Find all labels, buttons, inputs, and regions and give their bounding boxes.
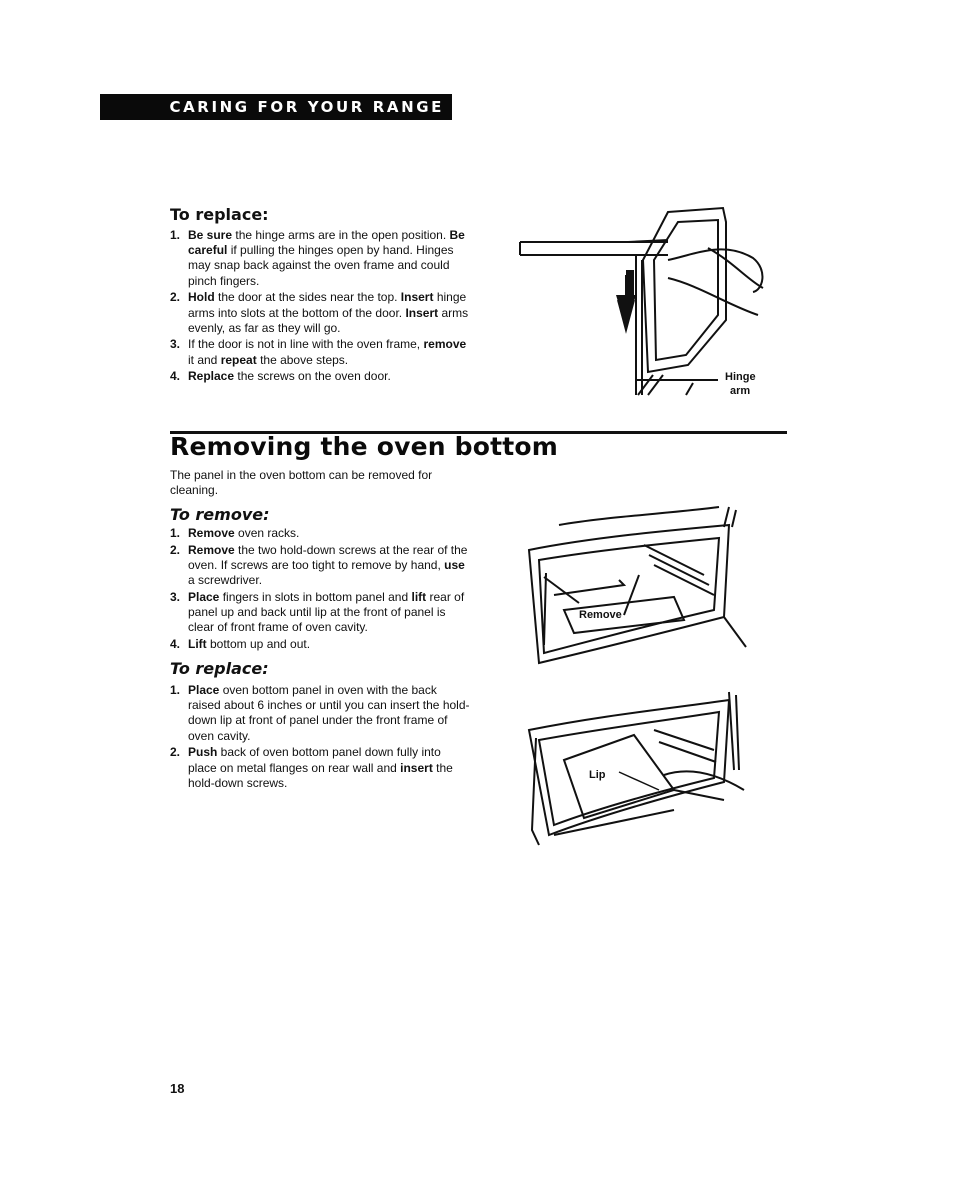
hinge-arm-label-line2: arm: [730, 385, 750, 397]
step-emphasis: Remove: [188, 542, 235, 557]
step-number: 3.: [170, 337, 181, 352]
oven-door-hinge-illustration: Hinge arm: [518, 200, 768, 405]
step-number: 2.: [170, 290, 181, 305]
replace-oven-bottom-illustration: Lip: [524, 690, 749, 850]
step-emphasis: insert: [400, 760, 433, 775]
section-rule: [170, 431, 787, 434]
page-number: 18: [170, 1081, 185, 1096]
step-text: back of oven bottom panel down fully int…: [188, 745, 441, 775]
step-item: 1. Remove oven racks.: [170, 526, 470, 541]
step-emphasis: Be sure: [188, 228, 233, 242]
remove-label: Remove: [579, 609, 622, 621]
step-item: 2. Remove the two hold-down screws at the…: [170, 543, 470, 589]
step-emphasis: Hold: [188, 290, 215, 305]
bottom-remove-steps: 1. Remove oven racks. 2. Remove the two hol…: [170, 526, 470, 654]
step-text: the two hold-down screws at the rear of …: [188, 542, 468, 572]
step-emphasis: Replace: [188, 369, 235, 384]
step-text: a screwdriver.: [188, 573, 263, 588]
step-emphasis: lift: [411, 589, 427, 604]
step-text: arms evenly, as far as they will go.: [188, 305, 469, 335]
step-number: 1.: [170, 683, 181, 697]
step-number: 2.: [170, 745, 181, 760]
step-emphasis: Insert: [400, 290, 434, 305]
step-text: the door at the sides near the top.: [214, 290, 401, 305]
step-emphasis: Place: [188, 589, 220, 604]
step-text: it and: [188, 352, 221, 367]
step-emphasis: Place: [188, 683, 220, 697]
step-emphasis: Remove: [188, 526, 235, 540]
step-text: if pulling the hinges open by hand. Hing…: [188, 243, 454, 288]
step-text: rear of panel up and back until lip at t…: [188, 589, 465, 635]
door-replace-steps: 1. Be sure the hinge arms are in the open…: [170, 228, 470, 386]
step-emphasis: repeat: [220, 352, 257, 367]
step-text: the hold-down screws.: [188, 760, 453, 790]
step-number: 4.: [170, 636, 181, 651]
step-item: 3. Place fingers in slots in bottom panel…: [170, 590, 470, 636]
step-emphasis: remove: [423, 337, 467, 352]
step-number: 1.: [170, 526, 181, 540]
step-text: If the door is not in line with the oven…: [188, 337, 424, 352]
step-item: 1. Be sure the hinge arms are in the open…: [170, 228, 470, 289]
step-number: 3.: [170, 589, 181, 604]
step-text: hinge arms into slots at the bottom of t…: [188, 290, 467, 320]
step-item: 2. Hold the door at the sides near the to…: [170, 290, 470, 336]
step-item: 4. Replace the screws on the oven door.: [170, 369, 470, 384]
bottom-remove-heading: To remove:: [170, 505, 270, 524]
step-text: fingers in slots in bottom panel and: [219, 589, 412, 604]
lip-label: Lip: [589, 769, 606, 781]
section-banner: CARING FOR YOUR RANGE: [100, 94, 452, 120]
step-text: bottom up and out.: [206, 636, 311, 651]
door-replace-heading: To replace:: [170, 205, 269, 224]
remove-oven-bottom-illustration: Remove: [524, 505, 749, 670]
step-text: the screws on the oven door.: [234, 369, 391, 384]
step-text: oven racks.: [234, 526, 300, 540]
section-title: Removing the oven bottom: [170, 432, 559, 461]
step-item: 4. Lift bottom up and out.: [170, 637, 470, 652]
step-number: 4.: [170, 369, 181, 384]
step-number: 1.: [170, 228, 181, 242]
step-text: the hinge arms are in the open position.: [232, 228, 450, 242]
step-emphasis: Insert: [405, 305, 439, 320]
step-emphasis: Push: [188, 745, 218, 760]
step-item: 1. Place oven bottom panel in oven with t…: [170, 683, 470, 744]
step-emphasis: Be careful: [188, 228, 465, 258]
step-emphasis: Lift: [188, 636, 207, 651]
step-item: 3. If the door is not in line with the ov…: [170, 337, 470, 367]
hinge-arm-label-line1: Hinge: [725, 371, 756, 383]
step-number: 2.: [170, 542, 181, 557]
step-text: oven bottom panel in oven with the back …: [188, 683, 470, 743]
step-text: the above steps.: [256, 352, 349, 367]
step-emphasis: use: [444, 557, 465, 572]
bottom-replace-heading: To replace:: [170, 659, 269, 678]
step-item: 2. Push back of oven bottom panel down fu…: [170, 745, 470, 791]
bottom-replace-steps: 1. Place oven bottom panel in oven with t…: [170, 683, 470, 792]
section-intro: The panel in the oven bottom can be remo…: [170, 468, 433, 497]
